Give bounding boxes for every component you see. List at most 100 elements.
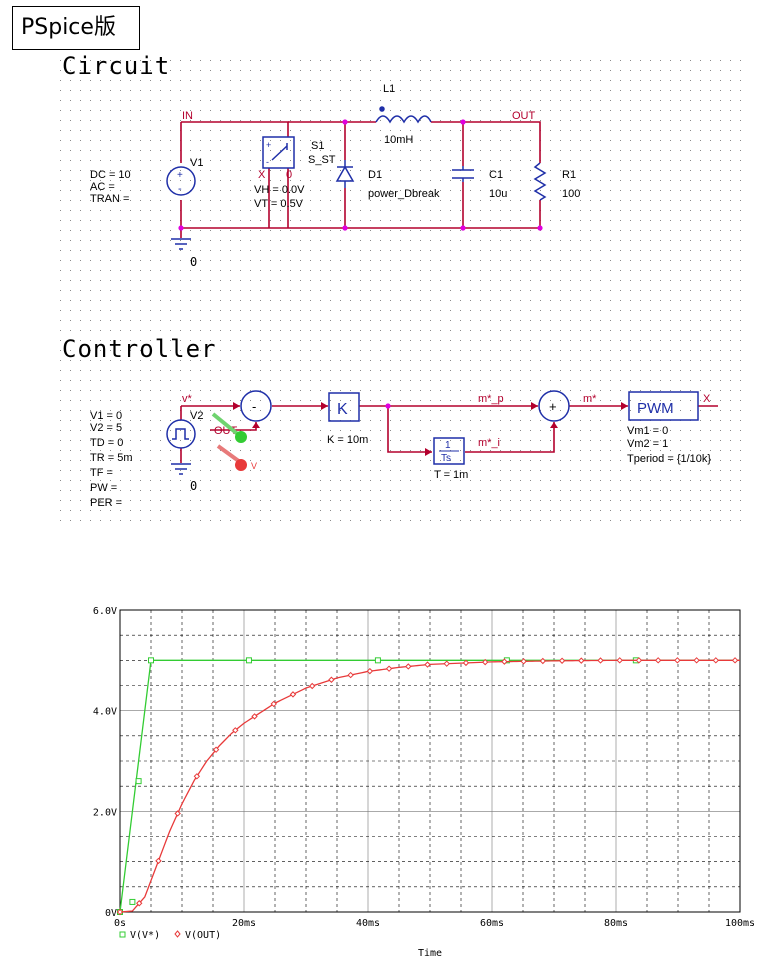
v2-param-td: TD = 0 <box>90 437 123 449</box>
pwm-param-vm2: Vm2 = 1 <box>627 438 668 450</box>
data-point <box>245 657 252 664</box>
subtract-junction-icon[interactable] <box>240 390 272 422</box>
gain-block[interactable] <box>328 392 360 422</box>
data-point <box>116 908 124 916</box>
v2-param-tr: TR = 5m <box>90 452 132 464</box>
x-tick-label: 0s <box>114 918 126 929</box>
gain-value: K = 10m <box>327 434 368 446</box>
x-ticks: 0s 20ms 40ms 60ms 80ms 100ms <box>114 918 755 929</box>
s1-vh: VH = 0.0V <box>254 184 305 196</box>
c1-value: 10u <box>489 188 507 200</box>
net-label-out: OUT <box>512 110 536 122</box>
ground-icon <box>171 238 191 250</box>
net-label-x: X <box>258 169 266 181</box>
x-tick-label: 100ms <box>725 918 755 929</box>
net-label-m: m* <box>583 393 597 405</box>
pwm-block[interactable] <box>628 391 699 421</box>
data-point <box>270 700 277 708</box>
net-label-mi: m*_i <box>478 437 500 449</box>
y-tick-label: 4.0V <box>93 707 117 718</box>
data-point <box>712 657 720 664</box>
data-point <box>136 900 143 907</box>
r1-resistor-icon[interactable] <box>533 162 547 201</box>
y-tick-label: 0V <box>105 908 117 919</box>
l1-name: L1 <box>383 83 395 95</box>
x-tick-label: 80ms <box>604 918 628 929</box>
data-point <box>129 898 136 905</box>
data-point <box>578 657 585 664</box>
waveform-chart: 0V 2.0V 4.0V 6.0V 0s 20ms 40ms 60ms 80ms 100ms V… <box>93 606 755 959</box>
v1-param-dc: DC = 10 <box>90 169 131 181</box>
v2-param-v2: V2 = 5 <box>90 422 122 434</box>
circuit-heading: Circuit <box>62 52 170 80</box>
data-point <box>155 857 162 865</box>
data-point <box>232 727 239 734</box>
v2-param-per: PER = <box>90 497 122 509</box>
controller-heading: Controller <box>62 335 217 363</box>
page-title: PSpice版 <box>12 6 140 50</box>
x-tick-label: 60ms <box>480 918 504 929</box>
circuit-wires <box>180 121 541 238</box>
data-point <box>501 658 508 665</box>
v1-source-icon[interactable]: + - <box>166 166 196 196</box>
v1-plus: + <box>177 170 183 181</box>
svg-text:+: + <box>266 140 271 150</box>
net-label-ctrl-x: X <box>703 393 711 405</box>
circuit-ground-label: 0 <box>190 255 197 269</box>
gain-label: K <box>337 401 348 418</box>
data-point <box>635 657 643 664</box>
v1-param-ac: AC = <box>90 181 115 193</box>
pwm-label: PWM <box>637 400 674 417</box>
chart-grid <box>120 610 740 912</box>
add-junction-icon[interactable] <box>538 390 570 422</box>
l1-value: 10mH <box>384 134 413 146</box>
d1-diode-icon[interactable] <box>335 160 355 188</box>
v2-param-tf: TF = <box>90 467 113 479</box>
legend-marker <box>119 931 126 938</box>
data-point <box>405 663 412 670</box>
l1-inductor-icon[interactable] <box>375 106 432 124</box>
data-point <box>212 746 220 753</box>
data-point <box>135 778 142 785</box>
legend-label: V(OUT) <box>185 930 221 941</box>
data-point <box>616 657 623 664</box>
svg-text:-: - <box>266 157 269 167</box>
integrator-den: Ts <box>441 453 451 464</box>
data-point <box>289 691 297 698</box>
s1-name: S1 <box>311 140 324 152</box>
x-tick-label: 40ms <box>356 918 380 929</box>
v2-param-v1: V1 = 0 <box>90 410 122 422</box>
s1-switch-icon[interactable]: + - <box>262 136 295 169</box>
data-point <box>462 659 470 667</box>
y-tick-label: 6.0V <box>93 606 117 617</box>
legend-label: V(V*) <box>130 930 160 941</box>
pwm-param-vm1: Vm1 = 0 <box>627 425 668 437</box>
data-point <box>558 657 566 664</box>
d1-name: D1 <box>368 169 382 181</box>
data-point <box>251 713 258 720</box>
sum2-sign: + <box>549 399 557 414</box>
v2-pulse-source-icon[interactable] <box>166 419 196 449</box>
data-point <box>193 773 201 780</box>
controller-ground-label: 0 <box>190 479 197 493</box>
c1-capacitor-icon[interactable] <box>452 166 474 182</box>
legend-marker <box>174 930 181 938</box>
schematic-canvas: Circuit IN OUT X 0 <box>60 52 750 525</box>
x-tick-label: 20ms <box>232 918 256 929</box>
sum1-sign: - <box>252 399 256 414</box>
y-tick-label: 2.0V <box>93 807 117 818</box>
probe-icon-green[interactable] <box>211 412 247 443</box>
data-point <box>674 657 681 664</box>
y-ticks: 0V 2.0V 4.0V 6.0V <box>93 606 117 919</box>
c1-name: C1 <box>489 169 503 181</box>
integrator-block[interactable] <box>433 437 465 465</box>
controller-junction <box>385 403 391 409</box>
data-point <box>597 657 604 664</box>
probe-icon-red[interactable] <box>216 444 247 471</box>
ground-icon <box>171 463 191 475</box>
data-point <box>374 657 381 664</box>
junction-dots <box>178 119 543 231</box>
r1-value: 100 <box>562 188 580 200</box>
chart-legend: V(V*) V(OUT) <box>119 930 221 941</box>
data-point <box>693 657 700 664</box>
